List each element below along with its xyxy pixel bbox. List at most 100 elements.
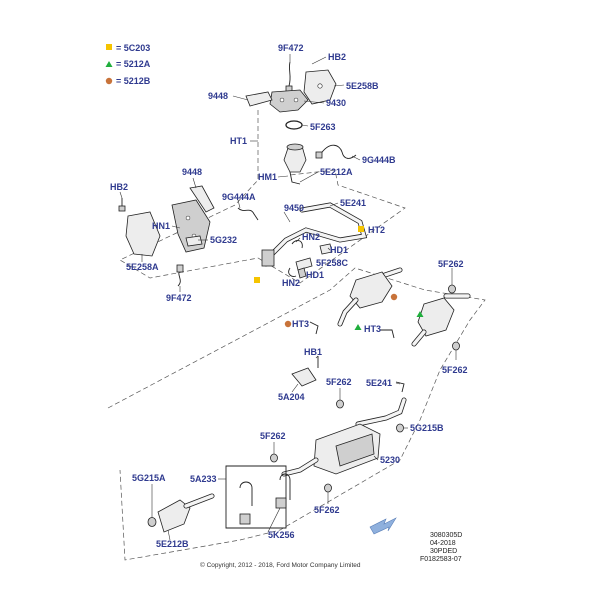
label-hn2-b: HN2 [282,278,300,288]
legend-label-5c203: = 5C203 [116,43,150,53]
label-ht2: HT2 [368,225,385,235]
bracket-5a204 [291,367,317,387]
label-5f262-lo: 5F262 [260,431,286,441]
copyright-footer: © Copyright, 2012 - 2018, Ford Motor Com… [200,561,361,569]
leader-hb1 [315,355,319,359]
clamp-5g215b [396,423,404,433]
label-5230: 5230 [380,455,400,465]
leader-5e212a [299,171,319,183]
label-9g444a: 9G444A [222,192,256,202]
flange-9450 [261,249,275,267]
leader-9448-left [192,177,197,189]
marker-triangle-ht3 [354,324,362,330]
front-direction-arrow-icon [369,517,397,535]
label-5a204: 5A204 [278,392,305,402]
front-pipe-inner [264,203,367,266]
clamp-5e241-mid [395,381,405,393]
label-9g444b: 9G444B [362,155,396,165]
sensor-wire-9g444b [319,144,357,159]
oxygen-sensor-wire-top [288,61,291,87]
gasket-ring-5f263 [285,120,303,130]
clamp-5f262-right [452,341,460,351]
rear-muffler-left-tail-inner [380,268,402,278]
mid-pipe-inner [356,398,406,426]
bracket-5a233-ubolt [239,481,253,506]
manifold-left-bolt-a [185,215,191,221]
label-hb1: HB1 [304,347,322,357]
leader-5230 [373,455,379,461]
label-hn2-a: HN2 [302,232,320,242]
label-hd1-b: HD1 [306,270,324,280]
leader-hb2-left [119,191,123,199]
catalyst-flange [286,143,304,151]
bracket-5a233-ubolt-b [279,473,291,500]
bracket-5f258c [295,257,313,271]
label-9f472-bot: 9F472 [166,293,192,303]
leader-5e258b [333,84,345,87]
bracket-5a233-frame [225,465,287,529]
label-5e241-top: 5E241 [340,198,366,208]
centre-muffler-group [147,356,407,533]
marker-square-9450 [254,277,260,283]
manifold-bolt-b [293,97,299,103]
bolt-hb2-left-head [118,205,126,212]
leader-5e241-mid [395,382,401,385]
leader-hn2-a [295,237,301,243]
label-ht3-right: HT3 [364,324,381,334]
leader-hd1-a [327,247,331,251]
part-labels: 9F472 HB2 5E258B 9448 9430 5F263 HT1 9G4… [110,43,468,549]
outline-rear-section [107,267,486,561]
label-5f262-r1: 5F262 [438,259,464,269]
exhaust-manifold-9430 [269,89,309,113]
clamp-5f262-upper [448,284,456,294]
label-5g215b: 5G215B [410,423,444,433]
label-5f263: 5F263 [310,122,336,132]
reference-code: 3080305D [430,532,462,539]
rear-muffler-right [417,297,455,337]
leader-5a204 [291,383,299,393]
rear-muffler-right-pipe-inner [412,330,426,346]
label-5f258c: 5F258C [316,258,349,268]
label-9450: 9450 [284,203,304,213]
clamp-5f262-mid [336,399,344,409]
label-5g215a: 5G215A [132,473,166,483]
legend: = 5C203 = 5212A = 5212B [105,43,151,86]
reference-date: 04-2018 [430,540,456,547]
label-5k256: 5K256 [268,530,295,540]
marker-circle-rear-left [390,293,398,301]
manifold-bolt-a [279,97,285,103]
leader-5e241-top [329,202,339,207]
legend-label-5212b: = 5212B [116,76,151,86]
label-hn1: HN1 [152,221,170,231]
heat-shield-bolt [317,83,323,89]
gasket-5g232 [185,235,203,247]
label-5g232: 5G232 [210,235,237,245]
clamp-5f262-bottom [324,483,332,493]
manifold-gasket-9448-top [245,91,273,107]
legend-triangle-symbol [105,61,113,67]
hanger-hn2 [291,240,303,249]
label-ht1: HT1 [230,136,247,146]
label-5e258a: 5E258A [126,262,159,272]
leader-hb2-top [311,56,327,65]
label-5f262-r2: 5F262 [442,365,468,375]
label-5e212a: 5E212A [320,167,353,177]
leader-9450 [283,211,291,223]
legend-circle-symbol [105,77,113,85]
legend-square-symbol [106,44,112,50]
label-hb2-top: HB2 [328,52,346,62]
clamp-block-5k256-a [239,513,251,525]
label-ht3-left: HT3 [292,319,309,329]
diagram-markers [254,226,424,330]
leader-5f263 [301,124,309,127]
marker-circle-ht3 [284,320,292,328]
reference-variant: 30PDED [430,548,457,555]
assembly-outlines [107,110,486,561]
leader-9430 [303,100,325,104]
legend-label-5212a: = 5212A [116,59,151,69]
outline-front-section [119,110,406,284]
front-muffler-pipe-inner [184,494,214,508]
front-pipe-group [237,202,368,279]
label-9f472-top: 9F472 [278,43,304,53]
